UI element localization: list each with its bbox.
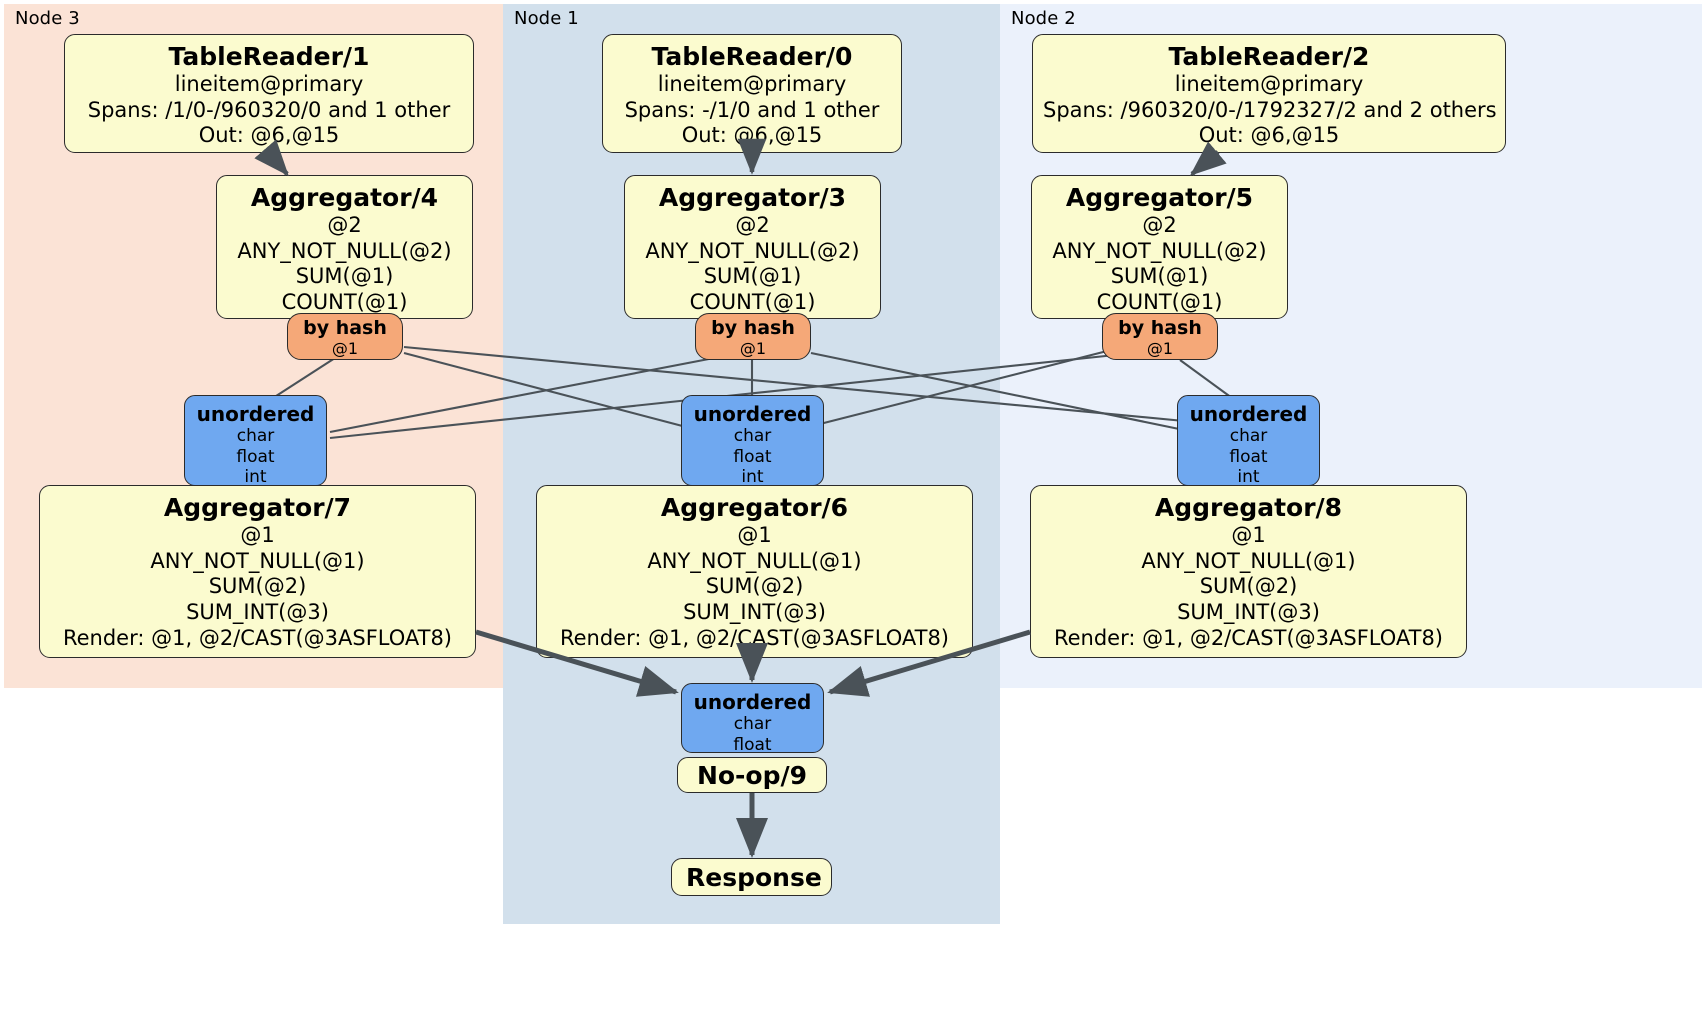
hash-router-node3-title: by hash — [303, 317, 387, 339]
node-panel-label-node1: Node 1 — [514, 8, 579, 29]
unordered-sync-node3-type-1: float — [236, 446, 275, 467]
hash-router-node3-column: @1 — [331, 338, 359, 358]
unordered-sync-final-title: unordered — [693, 690, 812, 714]
hash-router-node1-title: by hash — [711, 317, 795, 339]
table-reader-2-table: lineitem@primary — [1174, 72, 1364, 97]
response-title: Response — [686, 863, 822, 892]
aggregator-7-box[interactable]: Aggregator/7 @1 ANY_NOT_NULL(@1) SUM(@2)… — [39, 485, 476, 658]
aggregator-6-box[interactable]: Aggregator/6 @1 ANY_NOT_NULL(@1) SUM(@2)… — [536, 485, 973, 658]
aggregator-3-agg3: COUNT(@1) — [689, 290, 816, 315]
table-reader-2-title: TableReader/2 — [1168, 42, 1370, 71]
unordered-sync-node2[interactable]: unordered char float int — [1177, 395, 1320, 488]
aggregator-4-group: @2 — [327, 213, 362, 238]
aggregator-5-group: @2 — [1142, 213, 1177, 238]
aggregator-8-render: Render: @1, @2/CAST(@3ASFLOAT8) — [1053, 625, 1444, 650]
unordered-sync-node3-title: unordered — [196, 402, 315, 426]
node-panel-label-node2: Node 2 — [1011, 8, 1076, 29]
aggregator-5-agg3: COUNT(@1) — [1096, 290, 1223, 315]
table-reader-1-table: lineitem@primary — [174, 72, 364, 97]
hash-router-node1-column: @1 — [739, 338, 767, 358]
aggregator-5-title: Aggregator/5 — [1065, 183, 1254, 212]
aggregator-6-group: @1 — [737, 523, 772, 548]
aggregator-4-agg2: SUM(@1) — [295, 264, 394, 289]
unordered-sync-final-type-0: char — [733, 714, 772, 734]
unordered-sync-node2-type-1: float — [1229, 446, 1268, 467]
aggregator-5-agg1: ANY_NOT_NULL(@2) — [1052, 238, 1267, 263]
aggregator-4-agg1: ANY_NOT_NULL(@2) — [237, 238, 452, 263]
table-reader-0-spans: Spans: -/1/0 and 1 other — [624, 97, 880, 122]
aggregator-8-agg1: ANY_NOT_NULL(@1) — [1141, 548, 1356, 573]
aggregator-3-title: Aggregator/3 — [658, 183, 847, 212]
aggregator-6-render: Render: @1, @2/CAST(@3ASFLOAT8) — [559, 625, 950, 650]
aggregator-3-agg1: ANY_NOT_NULL(@2) — [645, 238, 860, 263]
unordered-sync-node3-type-2: int — [244, 467, 267, 488]
aggregator-8-box[interactable]: Aggregator/8 @1 ANY_NOT_NULL(@1) SUM(@2)… — [1030, 485, 1467, 658]
aggregator-3-box[interactable]: Aggregator/3 @2 ANY_NOT_NULL(@2) SUM(@1)… — [624, 175, 881, 319]
hash-router-node1[interactable]: by hash @1 — [695, 313, 811, 360]
aggregator-7-agg3: SUM_INT(@3) — [186, 600, 329, 625]
unordered-sync-node1-title: unordered — [693, 402, 812, 426]
unordered-sync-node1-type-1: float — [733, 446, 772, 467]
aggregator-8-group: @1 — [1231, 523, 1266, 548]
aggregator-8-agg2: SUM(@2) — [1199, 574, 1298, 599]
unordered-sync-node3-type-0: char — [236, 426, 275, 446]
aggregator-5-agg2: SUM(@1) — [1110, 264, 1209, 289]
aggregator-5-box[interactable]: Aggregator/5 @2 ANY_NOT_NULL(@2) SUM(@1)… — [1031, 175, 1288, 319]
aggregator-4-title: Aggregator/4 — [250, 183, 439, 212]
table-reader-1-box[interactable]: TableReader/1 lineitem@primary Spans: /1… — [64, 34, 474, 153]
unordered-sync-node2-type-2: int — [1237, 467, 1260, 488]
aggregator-7-group: @1 — [240, 523, 275, 548]
table-reader-0-title: TableReader/0 — [651, 42, 853, 71]
aggregator-6-agg3: SUM_INT(@3) — [683, 600, 826, 625]
table-reader-1-spans: Spans: /1/0-/960320/0 and 1 other — [87, 97, 451, 122]
unordered-sync-node1-type-0: char — [733, 426, 772, 446]
aggregator-3-agg2: SUM(@1) — [703, 264, 802, 289]
unordered-sync-final[interactable]: unordered char float — [681, 683, 824, 755]
unordered-sync-node3[interactable]: unordered char float int — [184, 395, 327, 488]
unordered-sync-node2-title: unordered — [1189, 402, 1308, 426]
aggregator-7-render: Render: @1, @2/CAST(@3ASFLOAT8) — [62, 625, 453, 650]
table-reader-2-out: Out: @6,@15 — [1198, 123, 1340, 148]
aggregator-3-group: @2 — [735, 213, 770, 238]
table-reader-2-box[interactable]: TableReader/2 lineitem@primary Spans: /9… — [1032, 34, 1506, 153]
aggregator-8-title: Aggregator/8 — [1154, 493, 1343, 522]
unordered-sync-node1[interactable]: unordered char float int — [681, 395, 824, 488]
aggregator-7-title: Aggregator/7 — [163, 493, 352, 522]
unordered-sync-node2-type-0: char — [1229, 426, 1268, 446]
aggregator-7-agg2: SUM(@2) — [208, 574, 307, 599]
aggregator-6-agg2: SUM(@2) — [705, 574, 804, 599]
noop-9-box[interactable]: No-op/9 — [677, 757, 827, 793]
unordered-sync-node1-type-2: int — [741, 467, 764, 488]
aggregator-6-title: Aggregator/6 — [660, 493, 849, 522]
hash-router-node2-column: @1 — [1146, 338, 1174, 358]
response-box[interactable]: Response — [671, 858, 832, 896]
aggregator-8-agg3: SUM_INT(@3) — [1177, 600, 1320, 625]
table-reader-2-spans: Spans: /960320/0-/1792327/2 and 2 others — [1043, 97, 1497, 122]
node-panel-label-node3: Node 3 — [15, 8, 80, 29]
aggregator-4-box[interactable]: Aggregator/4 @2 ANY_NOT_NULL(@2) SUM(@1)… — [216, 175, 473, 319]
hash-router-node3[interactable]: by hash @1 — [287, 313, 403, 360]
table-reader-0-table: lineitem@primary — [657, 72, 847, 97]
table-reader-1-out: Out: @6,@15 — [198, 123, 340, 148]
hash-router-node2-title: by hash — [1118, 317, 1202, 339]
noop-9-title: No-op/9 — [696, 761, 808, 790]
aggregator-6-agg1: ANY_NOT_NULL(@1) — [647, 548, 862, 573]
unordered-sync-final-type-1: float — [733, 734, 772, 755]
table-reader-1-title: TableReader/1 — [168, 42, 370, 71]
hash-router-node2[interactable]: by hash @1 — [1102, 313, 1218, 360]
aggregator-4-agg3: COUNT(@1) — [281, 290, 408, 315]
table-reader-0-box[interactable]: TableReader/0 lineitem@primary Spans: -/… — [602, 34, 902, 153]
aggregator-7-agg1: ANY_NOT_NULL(@1) — [150, 548, 365, 573]
table-reader-0-out: Out: @6,@15 — [681, 123, 823, 148]
